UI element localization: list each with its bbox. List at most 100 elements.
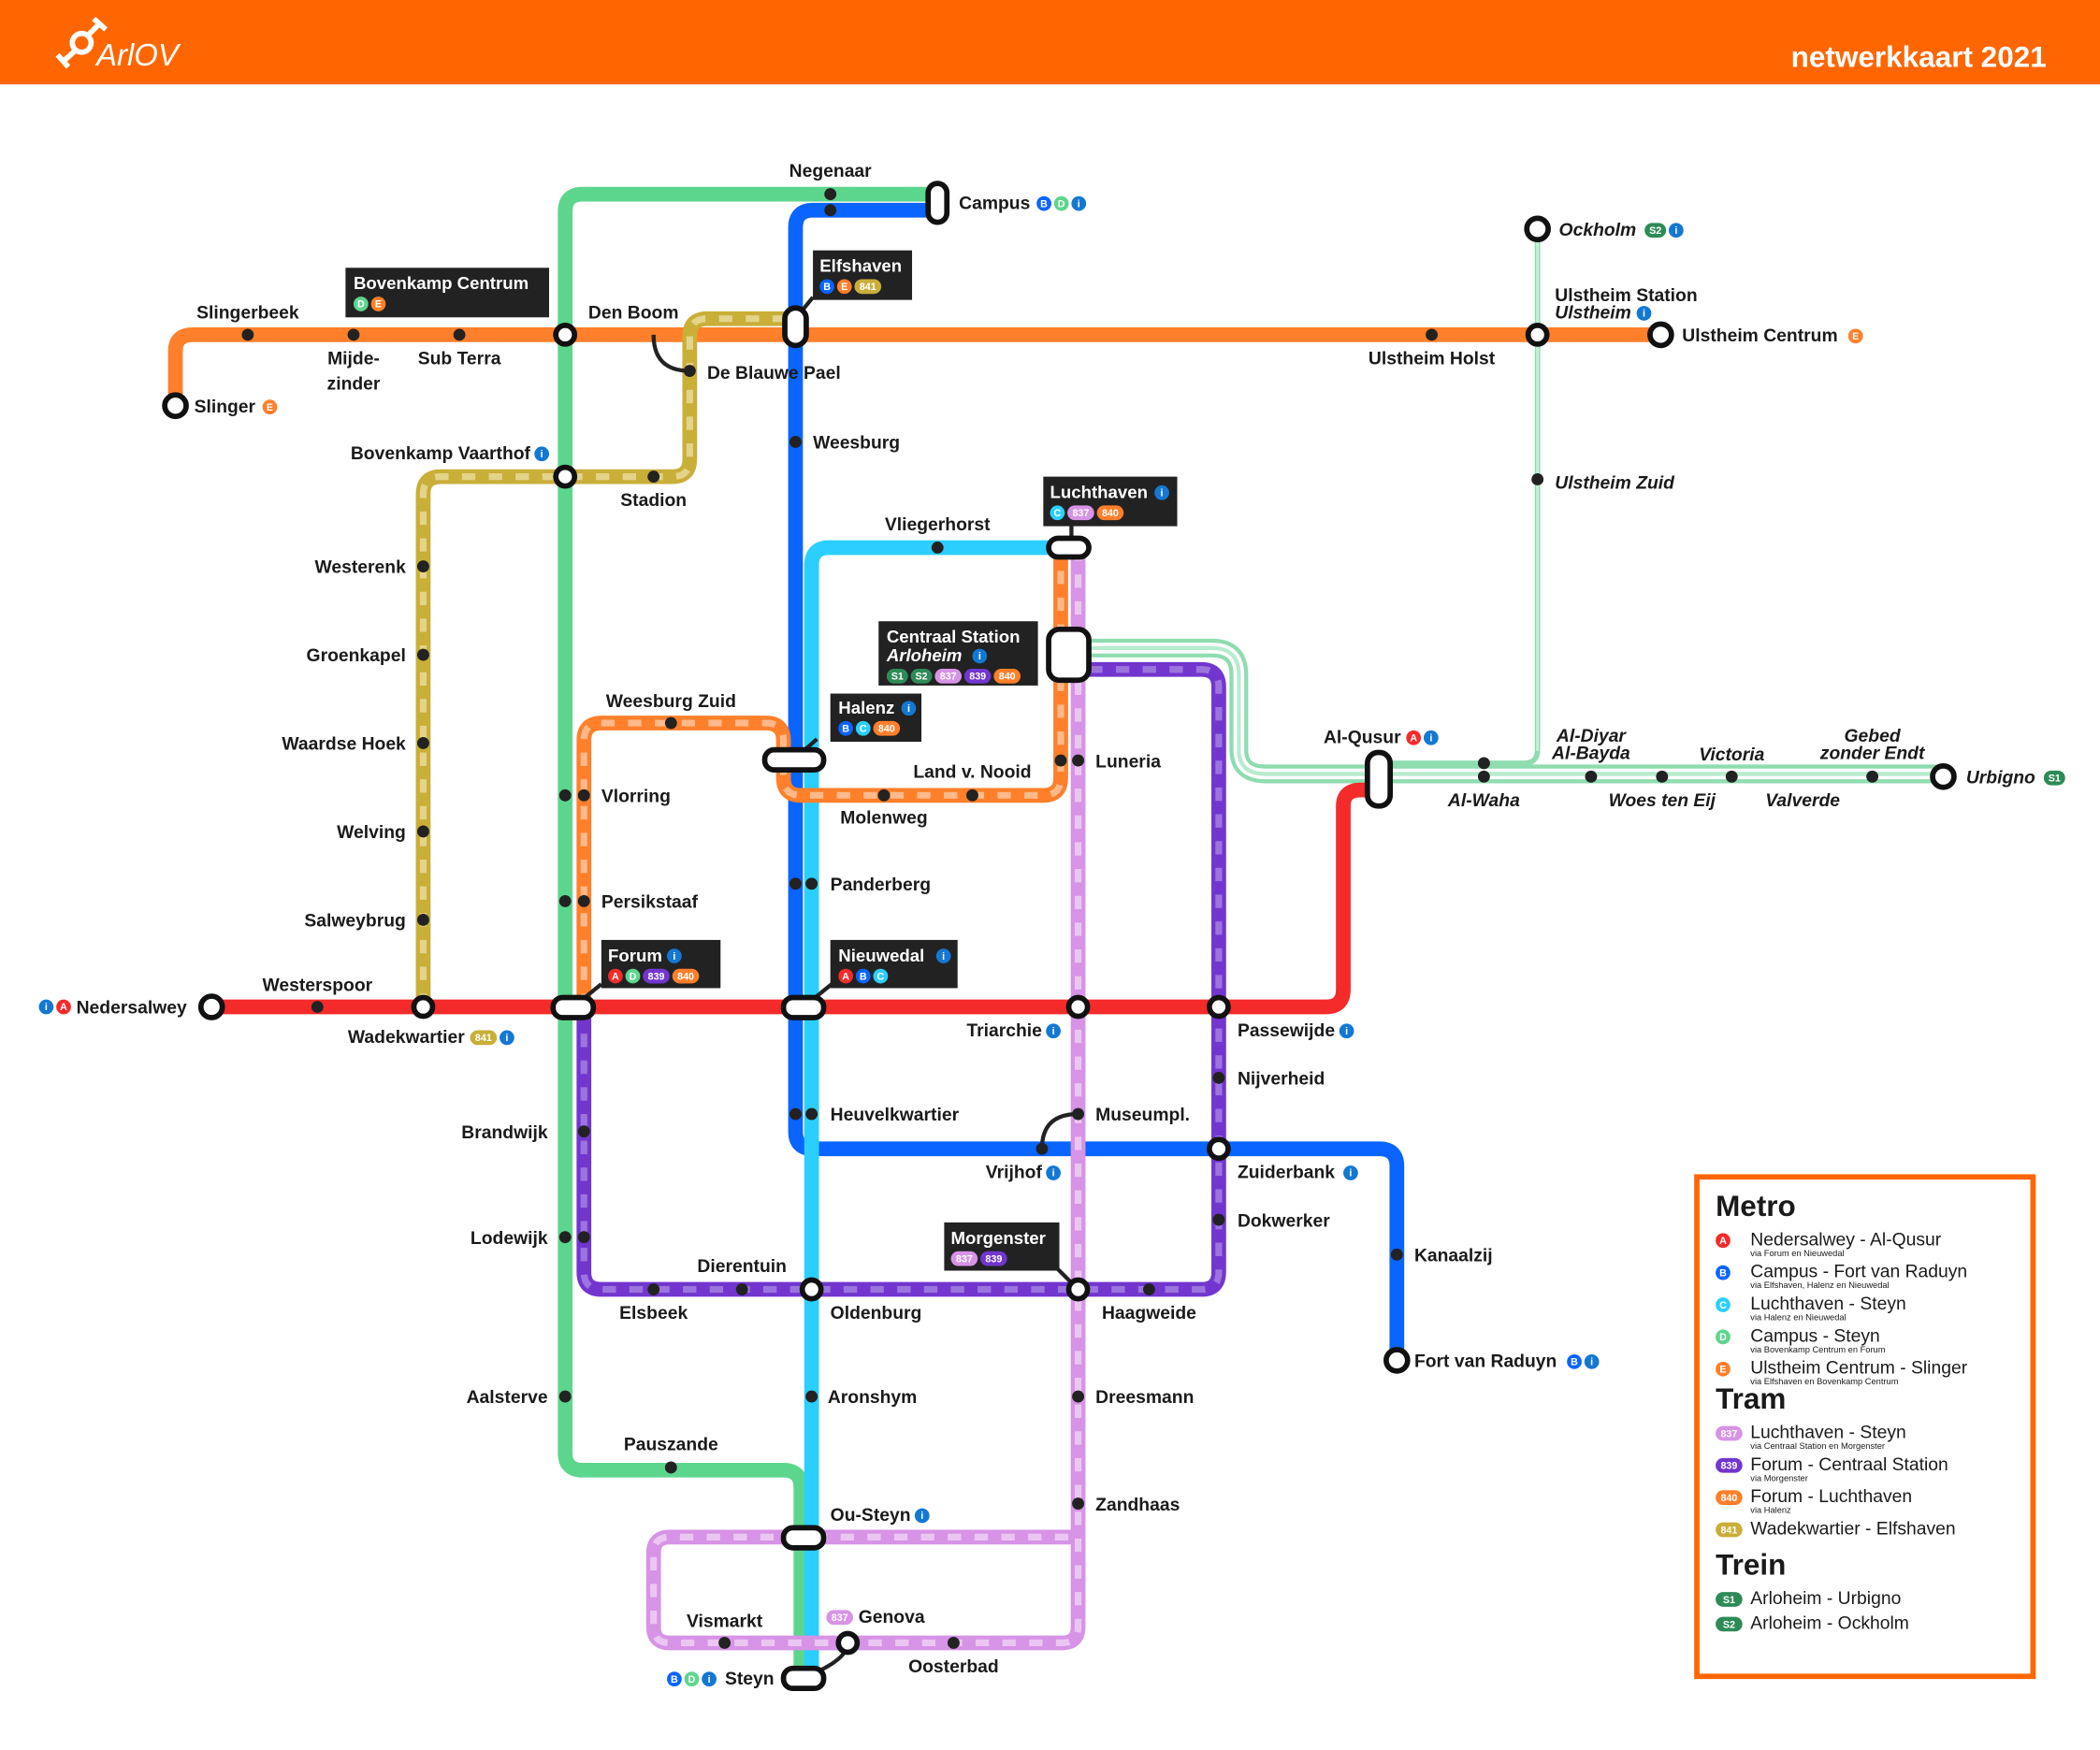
- station-vlorring[interactable]: Vlorring: [601, 787, 671, 806]
- station-waardse-hoek[interactable]: Waardse Hoek: [282, 735, 406, 755]
- station-weesburg[interactable]: Weesburg: [813, 434, 900, 454]
- station-haagweide[interactable]: Haagweide: [1102, 1304, 1196, 1323]
- station-dot[interactable]: [558, 894, 572, 907]
- station-victoria[interactable]: Victoria: [1699, 745, 1764, 765]
- line-badge-D[interactable]: D: [684, 1671, 700, 1687]
- station-luneria[interactable]: Luneria: [1095, 752, 1161, 772]
- station-aronshym[interactable]: Aronshym: [828, 1388, 918, 1408]
- line-badge-C[interactable]: C: [1050, 505, 1065, 521]
- line-badge-A[interactable]: A: [1406, 730, 1422, 745]
- station-dot[interactable]: [683, 365, 696, 377]
- station-nedersalwey[interactable]: Nedersalwey: [77, 999, 187, 1019]
- station-dot[interactable]: [789, 877, 802, 890]
- station-dot[interactable]: [1143, 1283, 1155, 1295]
- station-al-qusur[interactable]: Al-Qusur: [1324, 728, 1401, 747]
- station-dot[interactable]: [1585, 770, 1598, 783]
- station-ulstheim-holst[interactable]: Ulstheim Holst: [1369, 349, 1496, 369]
- line-badge-837[interactable]: 837: [950, 1251, 978, 1266]
- station-dot[interactable]: [735, 1283, 748, 1295]
- station-campus[interactable]: Campus: [959, 194, 1030, 213]
- station-genova[interactable]: Genova: [859, 1608, 925, 1627]
- station-stadion[interactable]: Stadion: [620, 491, 687, 511]
- line-badge-B[interactable]: B: [838, 720, 854, 736]
- station-dot[interactable]: [1477, 757, 1490, 770]
- line-badge-C[interactable]: C: [855, 720, 871, 736]
- line-badge-i-info-icon[interactable]: i: [1046, 1023, 1061, 1039]
- station-panderberg[interactable]: Panderberg: [831, 875, 931, 895]
- station-dot[interactable]: [966, 788, 978, 802]
- station-dot[interactable]: [805, 877, 818, 890]
- station-dot[interactable]: [577, 1231, 590, 1244]
- station-steyn[interactable]: Steyn: [725, 1670, 775, 1689]
- line-badge-S1[interactable]: S1: [2043, 770, 2065, 786]
- station-oosterbad[interactable]: Oosterbad: [908, 1657, 999, 1677]
- station-fort-van-raduyn[interactable]: Fort van Raduyn: [1414, 1352, 1557, 1372]
- line-badge-i-info-icon[interactable]: i: [1071, 195, 1087, 211]
- station-sub-terra[interactable]: Sub Terra: [418, 349, 501, 369]
- station-dot[interactable]: [647, 470, 660, 484]
- station-dot[interactable]: [558, 1390, 572, 1403]
- line-badge-E[interactable]: E: [836, 279, 852, 295]
- line-badge-i-info-icon[interactable]: i: [38, 999, 54, 1015]
- line-badge-B[interactable]: B: [855, 968, 871, 984]
- line-badge-837[interactable]: 837: [826, 1610, 854, 1626]
- line-badge-E[interactable]: E: [1847, 328, 1863, 344]
- station-dot[interactable]: [1072, 1107, 1085, 1121]
- station-den-boom[interactable]: Den Boom: [588, 304, 679, 324]
- line-badge-839[interactable]: 839: [963, 669, 992, 684]
- station-dot[interactable]: [453, 328, 466, 341]
- station-dot[interactable]: [1725, 770, 1738, 783]
- station-dot[interactable]: [416, 737, 429, 749]
- station-dot[interactable]: [577, 1125, 590, 1138]
- station-dot[interactable]: [1072, 754, 1085, 767]
- station-slingerbeek[interactable]: Slingerbeek: [196, 304, 299, 324]
- station-aalsterve[interactable]: Aalsterve: [467, 1388, 548, 1408]
- station-dot[interactable]: [931, 542, 944, 554]
- line-badge-837[interactable]: 837: [934, 669, 963, 684]
- line-badge-E[interactable]: E: [370, 296, 386, 311]
- station-dokwerker[interactable]: Dokwerker: [1238, 1211, 1330, 1231]
- line-badge-D[interactable]: D: [625, 968, 641, 984]
- line-badge-840[interactable]: 840: [993, 669, 1021, 684]
- station-dot[interactable]: [805, 1107, 818, 1121]
- line-badge-B[interactable]: B: [819, 279, 834, 295]
- station-negenaar[interactable]: Negenaar: [789, 162, 873, 181]
- line-badge-i-info-icon[interactable]: i: [914, 1508, 930, 1524]
- line-badge-A[interactable]: A: [608, 968, 623, 984]
- line-badge-840[interactable]: 840: [1096, 505, 1124, 521]
- station-dot[interactable]: [805, 1390, 818, 1403]
- station-dot[interactable]: [241, 328, 254, 341]
- station-zandhaas[interactable]: Zandhaas: [1095, 1496, 1180, 1515]
- station-ulstheim-zuid[interactable]: Ulstheim Zuid: [1555, 474, 1675, 494]
- station-al-diyar[interactable]: Al-Diyar: [1556, 727, 1628, 746]
- station-dot[interactable]: [1866, 770, 1879, 783]
- station-molenweg[interactable]: Molenweg: [840, 808, 927, 828]
- station-dot[interactable]: [824, 204, 837, 217]
- station-triarchie[interactable]: Triarchie: [966, 1021, 1042, 1041]
- station-dot[interactable]: [1072, 1497, 1085, 1511]
- station-dot[interactable]: [789, 1107, 802, 1121]
- station-oldenburg[interactable]: Oldenburg: [831, 1304, 922, 1323]
- station-ulstheim-centrum[interactable]: Ulstheim Centrum: [1682, 326, 1837, 346]
- line-badge-i-info-icon[interactable]: i: [1154, 485, 1169, 500]
- station-dot[interactable]: [1036, 1142, 1049, 1155]
- station-de-blauwe-pael[interactable]: De Blauwe Pael: [707, 364, 841, 383]
- line-badge-839[interactable]: 839: [980, 1251, 1007, 1266]
- station-dot[interactable]: [789, 435, 802, 448]
- station-woes-ten-eij[interactable]: Woes ten Eij: [1609, 791, 1716, 811]
- line-badge-i-info-icon[interactable]: i: [901, 701, 917, 716]
- station-dot[interactable]: [1426, 328, 1438, 341]
- line-badge-i-info-icon[interactable]: i: [1339, 1023, 1354, 1039]
- station-dot[interactable]: [1531, 473, 1544, 485]
- station-land-v-nooid[interactable]: Land v. Nooid: [913, 763, 1031, 783]
- station-nijverheid[interactable]: Nijverheid: [1238, 1070, 1325, 1090]
- station-dot[interactable]: [347, 328, 360, 341]
- line-badge-S1[interactable]: S1: [886, 669, 908, 684]
- line-badge-C[interactable]: C: [873, 968, 889, 984]
- station-elsbeek[interactable]: Elsbeek: [619, 1304, 688, 1323]
